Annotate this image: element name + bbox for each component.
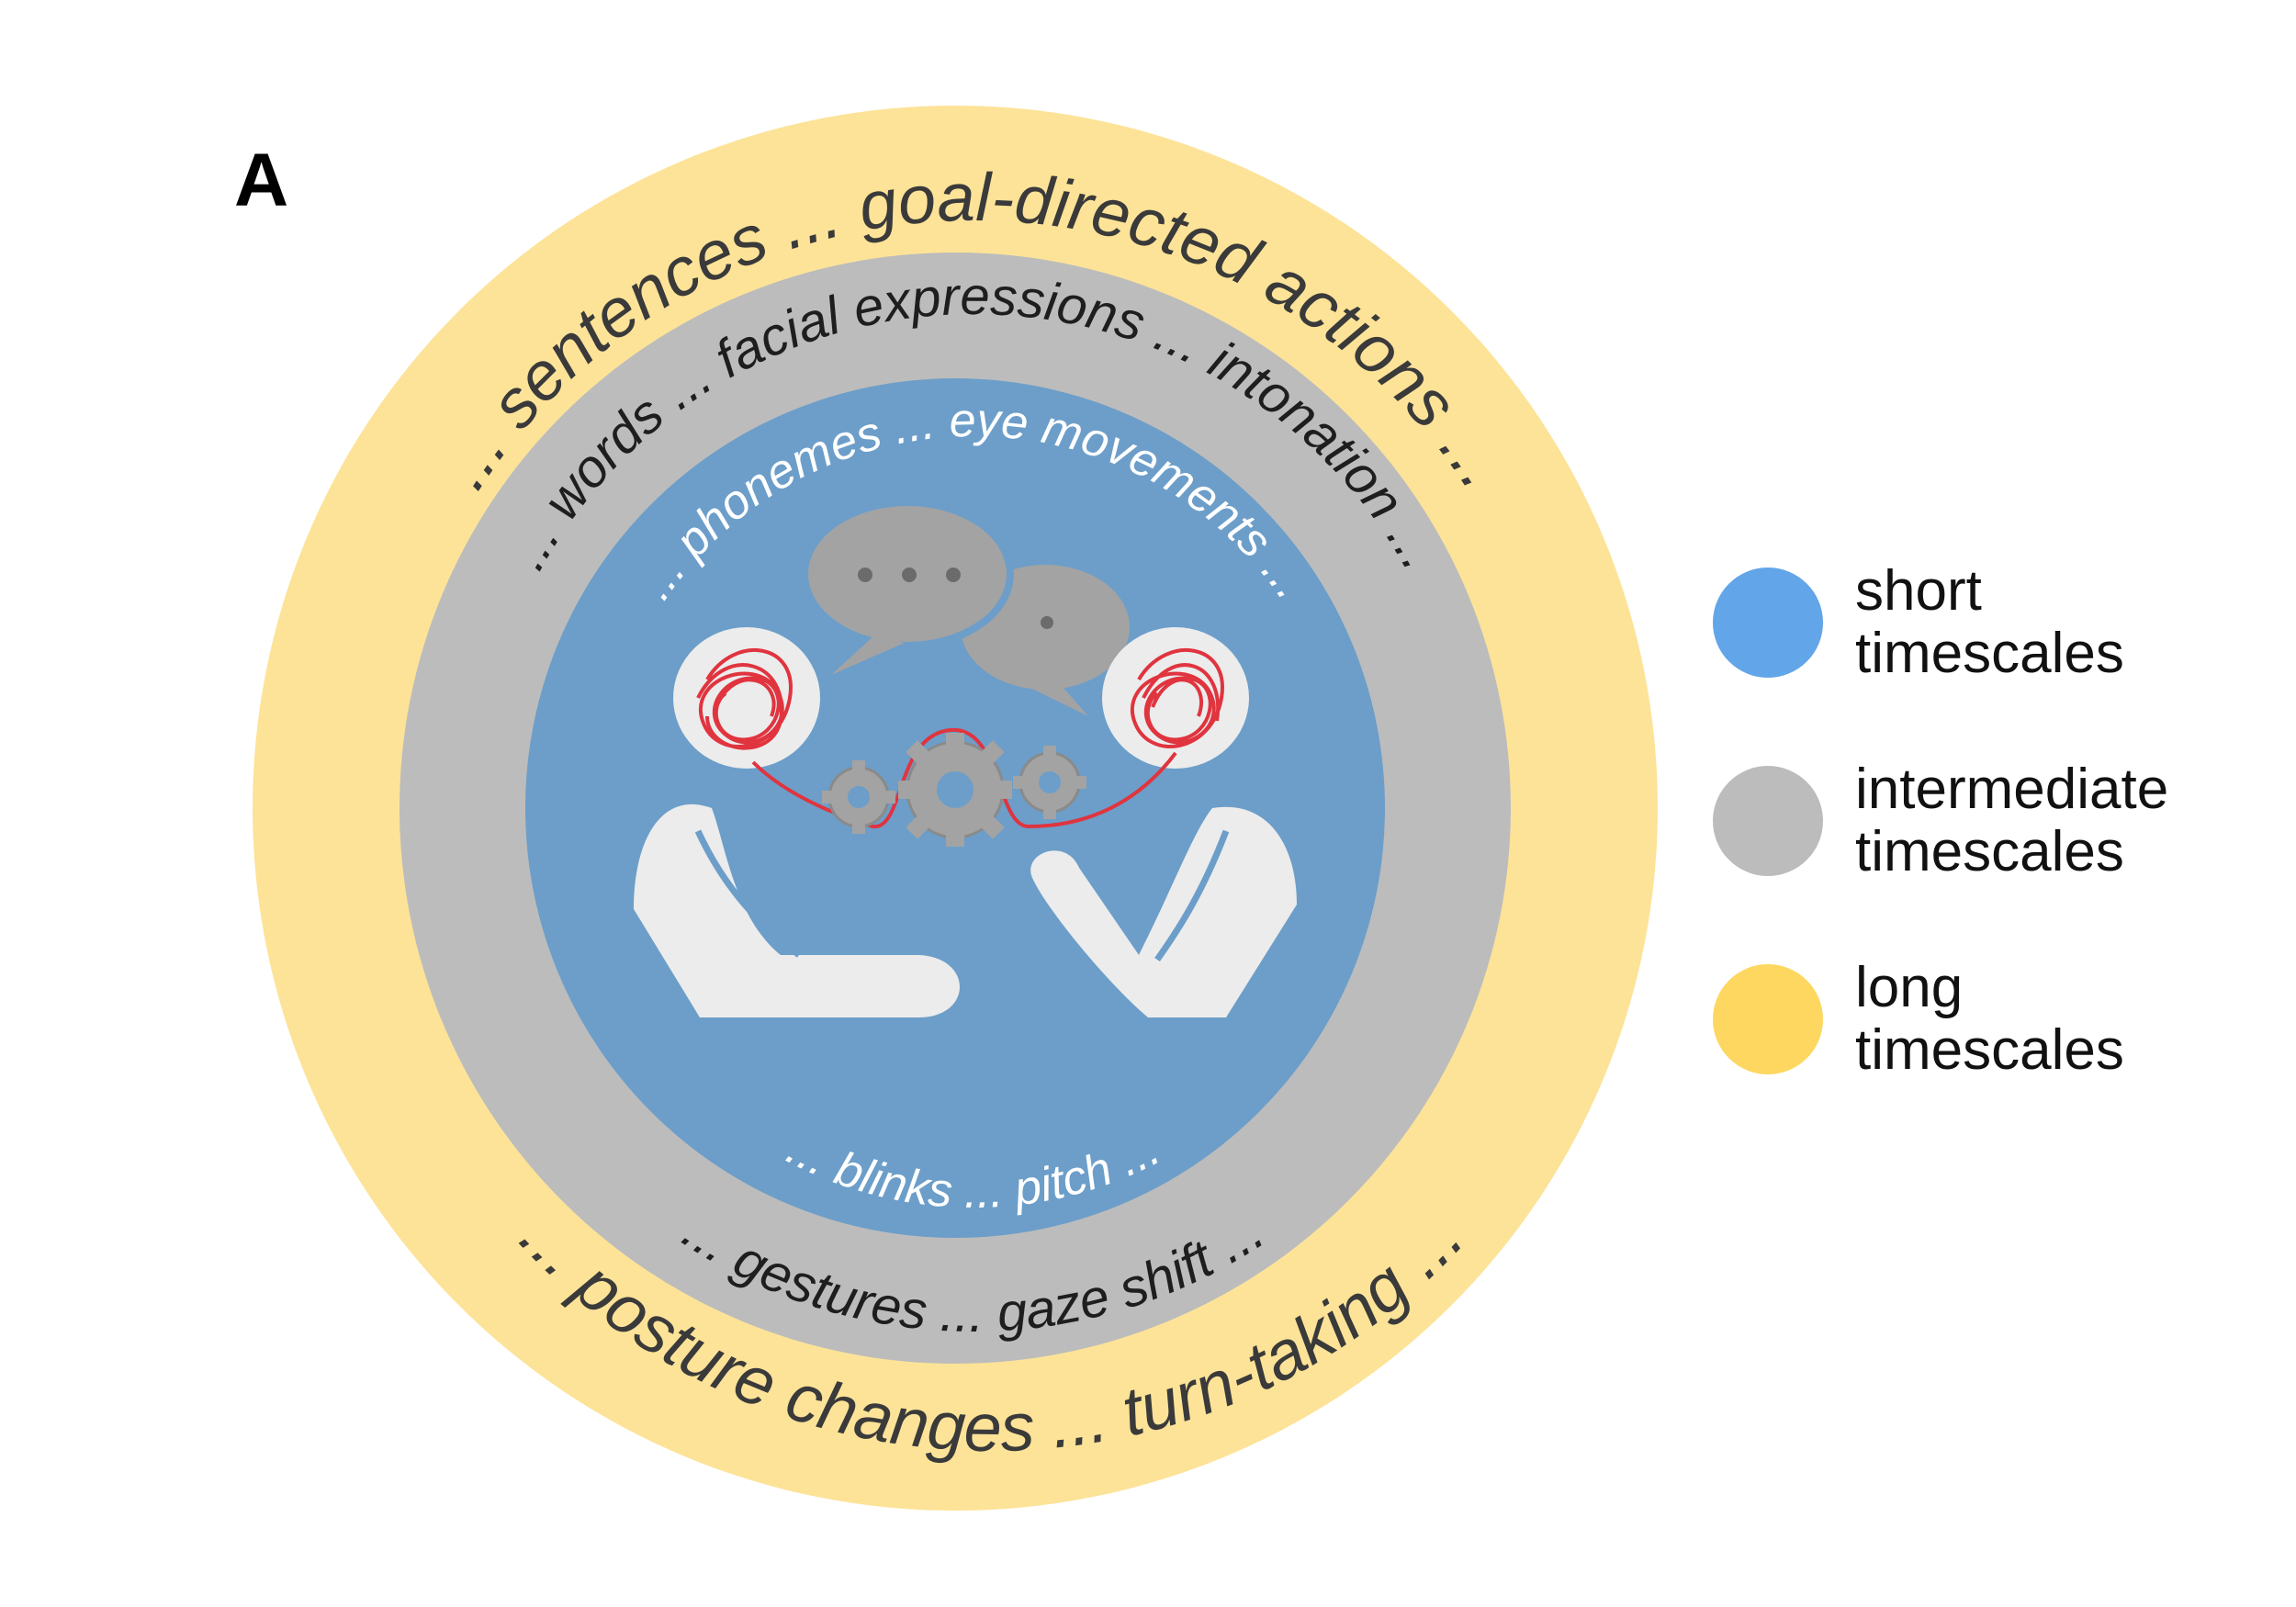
legend-label-intermediate: intermediate timescales	[1855, 758, 2169, 883]
panel-label: A	[234, 139, 289, 222]
legend-item-intermediate: intermediate timescales	[1713, 759, 2227, 883]
gear-icon	[822, 733, 1086, 847]
legend: short timescales intermediate timescales…	[1713, 560, 2227, 1155]
legend-item-long: long timescales	[1713, 957, 2227, 1082]
legend-swatch-long	[1713, 964, 1823, 1074]
legend-label-short: short timescales	[1855, 559, 2124, 685]
speech-bubble-icon	[801, 499, 1137, 716]
legend-swatch-intermediate	[1713, 766, 1823, 876]
legend-item-short: short timescales	[1713, 560, 2227, 685]
legend-swatch-short	[1713, 568, 1823, 678]
legend-label-long: long timescales	[1855, 956, 2124, 1082]
